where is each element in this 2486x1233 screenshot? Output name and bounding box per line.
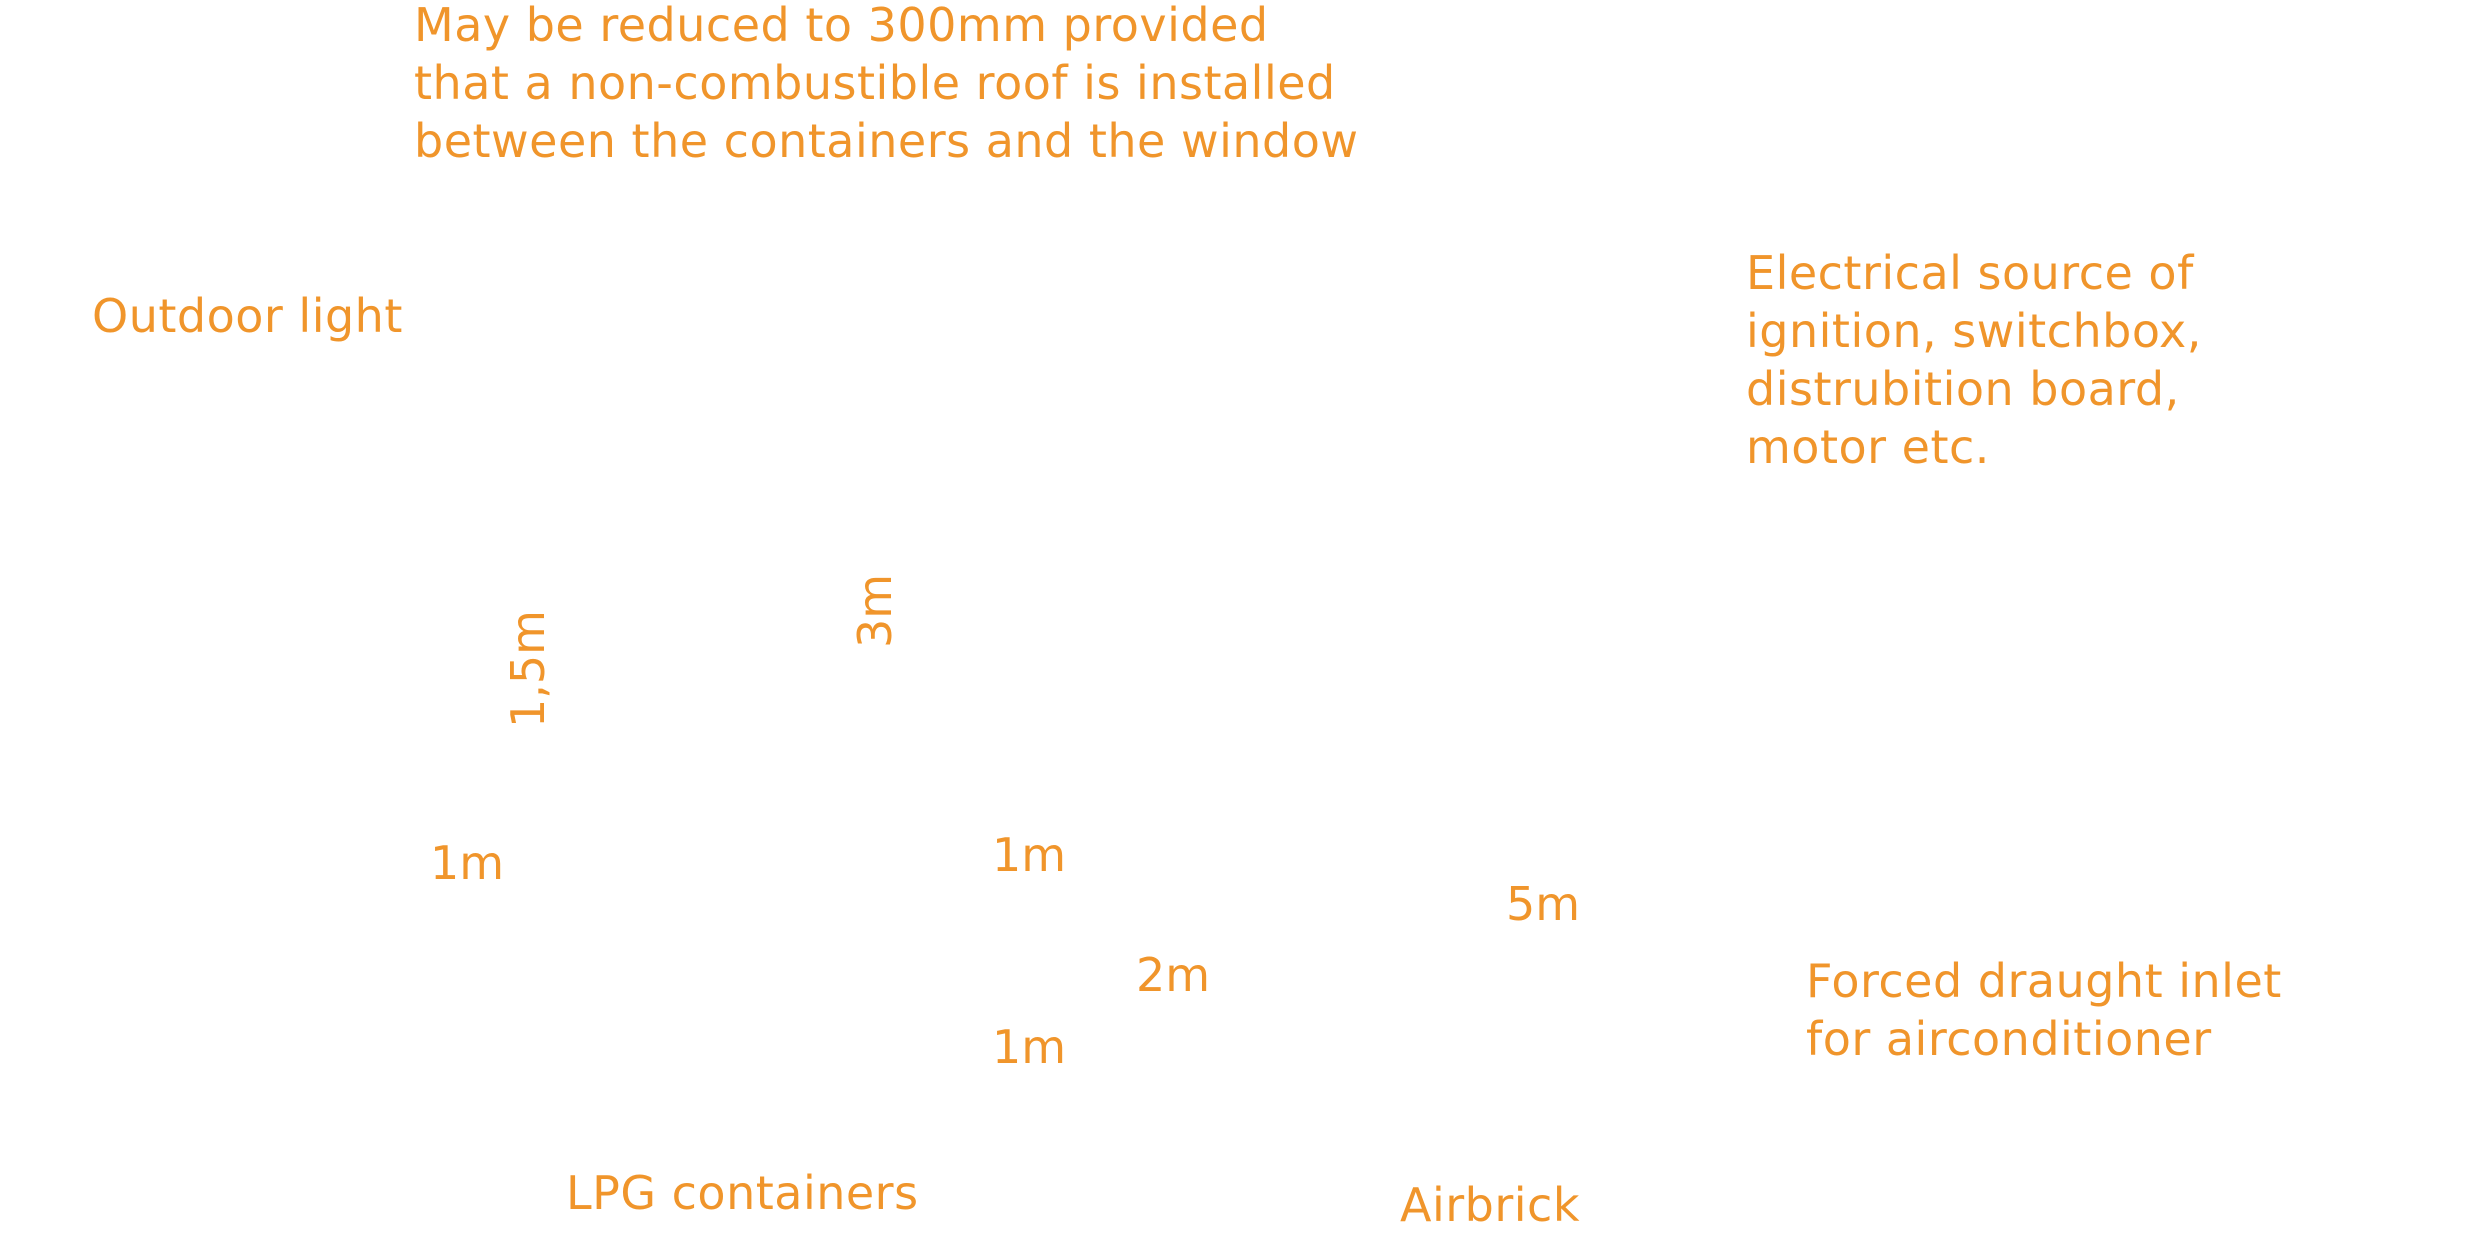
lpg-containers-label: LPG containers [566, 1166, 919, 1220]
dimension-1m-center: 1m [992, 828, 1067, 882]
electrical-note-line-1: Electrical source of [1746, 246, 2194, 300]
roof-note-line-3: between the containers and the window [414, 114, 1359, 168]
electrical-note-line-2: ignition, switchbox, [1746, 304, 2202, 358]
forced-draught-note-line-1: Forced draught inlet [1806, 954, 2282, 1008]
electrical-note-line-4: motor etc. [1746, 420, 1990, 474]
dimension-1-5m-vertical: 1,5m [501, 610, 555, 728]
roof-note-line-1: May be reduced to 300mm provided [414, 0, 1269, 52]
dimension-2m: 2m [1136, 948, 1211, 1002]
airbrick-label: Airbrick [1400, 1178, 1580, 1232]
dimension-1m-lower: 1m [992, 1020, 1067, 1074]
roof-note-line-2: that a non-combustible roof is installed [414, 56, 1336, 110]
dimension-3m-vertical: 3m [848, 573, 902, 648]
dimension-5m: 5m [1506, 877, 1581, 931]
forced-draught-note-line-2: for airconditioner [1806, 1012, 2212, 1066]
outdoor-light-label: Outdoor light [92, 289, 403, 343]
dimension-1m-left: 1m [430, 836, 505, 890]
electrical-note-line-3: distrubition board, [1746, 362, 2180, 416]
